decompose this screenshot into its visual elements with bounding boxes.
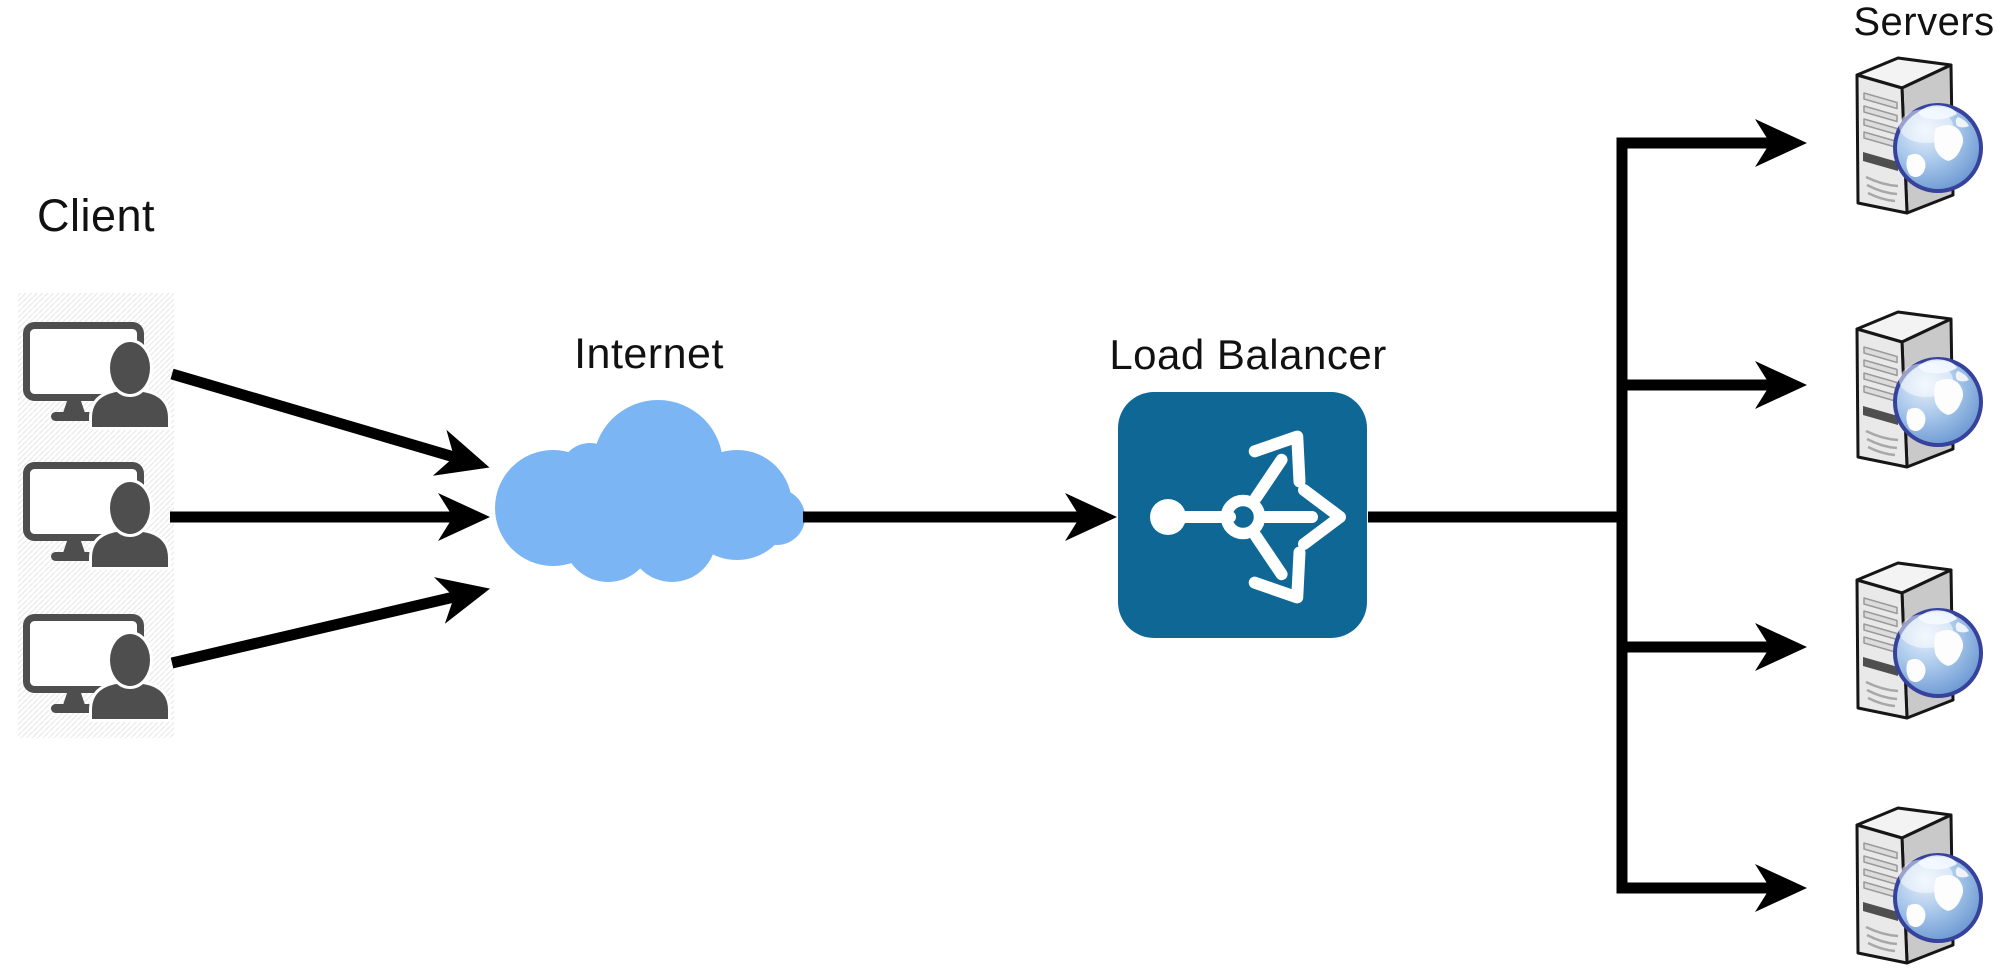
load-balancer-box xyxy=(1118,392,1367,638)
load-balancer-label: Load Balancer xyxy=(1109,331,1387,378)
load-balancer-arrows-icon xyxy=(1150,430,1346,604)
server-icon xyxy=(1855,310,1983,469)
server-icon xyxy=(1855,561,1983,720)
arrow-client1-to-internet xyxy=(170,368,490,476)
arrow-client3-to-internet xyxy=(170,577,491,669)
server-icon xyxy=(1855,806,1983,965)
load-balancer-icon xyxy=(1118,392,1367,638)
servers-label: Servers xyxy=(1853,0,1995,44)
server-icon xyxy=(1855,56,1983,215)
internet-label: Internet xyxy=(574,330,724,378)
client-label: Client xyxy=(36,190,156,241)
internet-cloud-icon xyxy=(495,400,805,582)
connectors xyxy=(170,119,1807,912)
